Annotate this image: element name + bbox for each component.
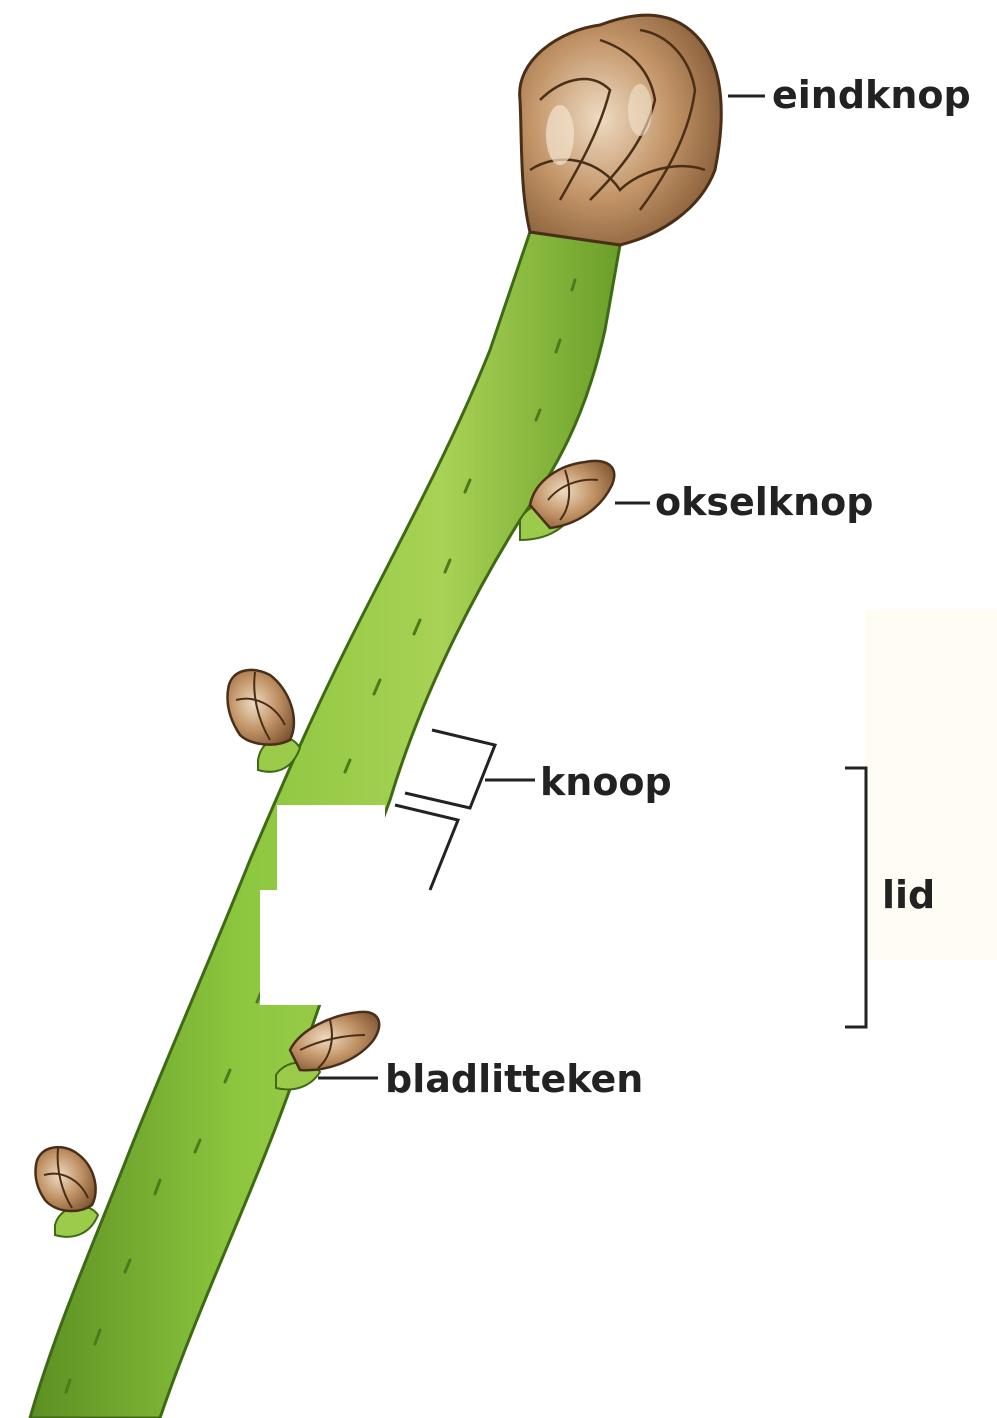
mask-block-upper — [277, 805, 385, 895]
label-bladlitteken: bladlitteken — [385, 1057, 643, 1101]
mask-block-wide — [430, 890, 830, 1005]
label-lid: lid — [882, 873, 935, 917]
label-knoop: knoop — [540, 760, 672, 804]
lid-bracket — [845, 768, 866, 1027]
label-eindknop: eindknop — [772, 73, 971, 117]
axillary-bud-bottom — [35, 1147, 95, 1211]
axillary-bud-middle — [228, 670, 294, 745]
mask-block-lower — [260, 890, 440, 1005]
terminal-bud — [520, 15, 722, 245]
knoop-bracket-lower — [395, 805, 458, 890]
label-okselknop: okselknop — [655, 480, 873, 524]
knoop-bracket-upper — [405, 730, 495, 808]
